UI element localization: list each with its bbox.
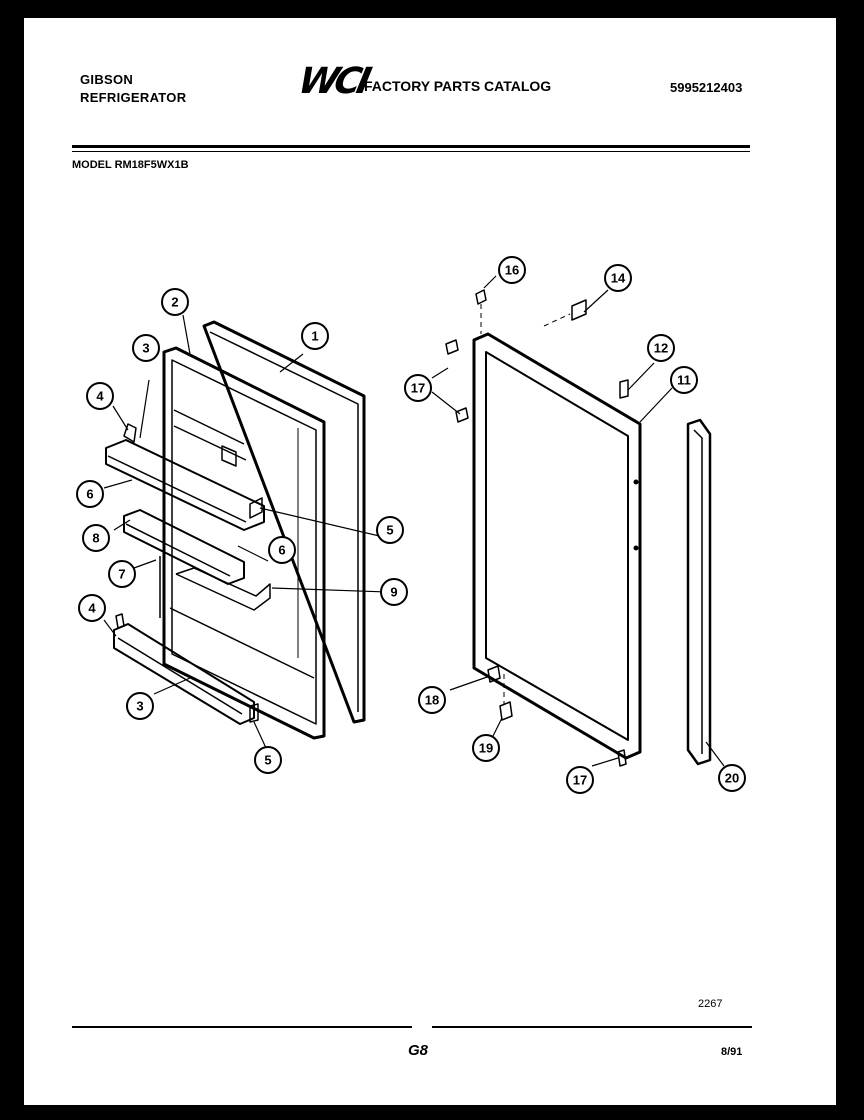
callout-7: 7 [108, 560, 136, 588]
callout-3: 3 [132, 334, 160, 362]
svg-text:14: 14 [611, 271, 626, 286]
svg-text:6: 6 [278, 543, 285, 558]
svg-text:5: 5 [264, 753, 271, 768]
callout-16: 16 [498, 256, 526, 284]
callout-17b: 17 [566, 766, 594, 794]
hinge-hardware [445, 289, 629, 767]
catalog-title: FACTORY PARTS CATALOG [364, 78, 552, 94]
header-rule-thin [72, 151, 750, 152]
callout-5b: 5 [254, 746, 282, 774]
footer-rule-left [72, 1026, 412, 1028]
svg-text:9: 9 [390, 585, 397, 600]
callout-9: 9 [380, 578, 408, 606]
callout-19: 19 [472, 734, 500, 762]
svg-text:3: 3 [136, 699, 143, 714]
svg-text:4: 4 [96, 389, 104, 404]
callout-1: 1 [301, 322, 329, 350]
page-code: G8 [408, 1042, 429, 1059]
catalog-part-number: 5995212403 [670, 80, 743, 95]
footer-rule-right [432, 1026, 752, 1028]
date-code: 8/91 [721, 1046, 743, 1058]
callout-4: 4 [86, 382, 114, 410]
svg-text:4: 4 [88, 601, 96, 616]
callout-4b: 4 [78, 594, 106, 622]
model-number: MODEL RM18F5WX1B [72, 159, 189, 171]
callout-18: 18 [418, 686, 446, 714]
callout-17: 17 [404, 374, 432, 402]
lower-shelf-rail [175, 567, 271, 611]
brand-name: GIBSON [80, 72, 134, 87]
header-rule [72, 145, 750, 148]
svg-text:16: 16 [505, 263, 519, 278]
callout-2: 2 [161, 288, 189, 316]
svg-text:8: 8 [92, 531, 99, 546]
door-outer-panel [202, 320, 366, 724]
svg-text:20: 20 [725, 771, 739, 786]
callout-5: 5 [376, 516, 404, 544]
callout-6b: 6 [268, 536, 296, 564]
leader-lines [103, 275, 725, 767]
door-shelf [123, 497, 263, 585]
svg-text:2: 2 [171, 295, 178, 310]
svg-text:7: 7 [118, 567, 125, 582]
svg-text:6: 6 [86, 487, 93, 502]
door-gasket-frame [472, 332, 642, 760]
alignment-lines [480, 304, 571, 704]
svg-text:19: 19 [479, 741, 493, 756]
svg-text:17: 17 [573, 773, 587, 788]
svg-text:18: 18 [425, 693, 439, 708]
svg-text:12: 12 [654, 341, 668, 356]
parts-sheet: GIBSON REFRIGERATOR WCI FACTORY PARTS CA… [24, 18, 836, 1105]
exploded-parts-diagram: 1 2 3 4 5 6 7 8 9 3 4 5 6 11 12 14 16 17… [76, 256, 746, 794]
door-trim-strip [686, 418, 712, 766]
callout-14: 14 [604, 264, 632, 292]
lower-door-bar [113, 613, 259, 725]
svg-text:11: 11 [677, 373, 691, 388]
callout-8: 8 [82, 524, 110, 552]
diagram-reference-number: 2267 [698, 998, 723, 1010]
callout-6: 6 [76, 480, 104, 508]
product-type: REFRIGERATOR [80, 90, 187, 105]
callout-20: 20 [718, 764, 746, 792]
callout-12: 12 [647, 334, 675, 362]
svg-text:3: 3 [142, 341, 149, 356]
callout-3b: 3 [126, 692, 154, 720]
svg-text:5: 5 [386, 523, 393, 538]
svg-text:1: 1 [311, 329, 318, 344]
svg-text:17: 17 [411, 381, 425, 396]
callout-11: 11 [670, 366, 698, 394]
